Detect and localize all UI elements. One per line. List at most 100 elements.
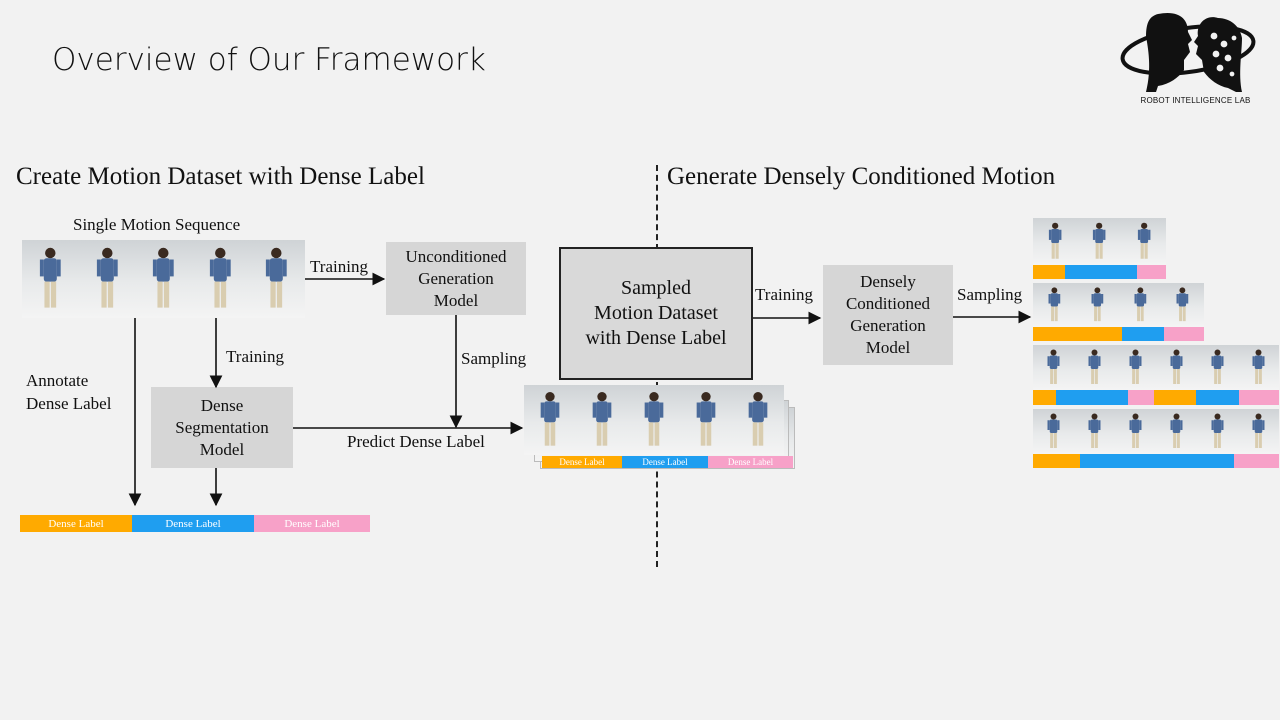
person-figure-icon bbox=[1088, 349, 1101, 384]
stacked-sequence-front bbox=[524, 385, 784, 455]
motion-frame bbox=[576, 385, 628, 455]
person-figure-icon bbox=[1129, 349, 1142, 384]
motion-frame bbox=[1033, 283, 1076, 327]
motion-frame bbox=[1076, 283, 1119, 327]
person-figure-icon bbox=[209, 247, 231, 308]
generated-sequence-2 bbox=[1033, 283, 1204, 327]
generated-label-bar-4 bbox=[1033, 454, 1279, 468]
generated-label-bar-2 bbox=[1033, 327, 1204, 341]
label-segment-pink bbox=[1164, 327, 1204, 341]
label-segment-blue bbox=[1056, 390, 1128, 405]
person-figure-icon bbox=[1047, 413, 1060, 448]
label-segment-pink bbox=[1137, 265, 1166, 279]
motion-frame bbox=[1156, 345, 1197, 390]
dense-label-segment-orange: Dense Label bbox=[20, 515, 132, 532]
stack-label-segment-pink: Dense Label bbox=[708, 456, 793, 468]
motion-frame bbox=[1033, 218, 1077, 265]
stack-label-segment-blue: Dense Label bbox=[622, 456, 708, 468]
unconditioned-generation-model-box: Unconditioned Generation Model bbox=[386, 242, 526, 315]
person-figure-icon bbox=[1047, 349, 1060, 384]
person-figure-icon bbox=[1211, 413, 1224, 448]
person-figure-icon bbox=[39, 247, 61, 308]
dense-label-segment-pink: Dense Label bbox=[254, 515, 370, 532]
motion-frame bbox=[135, 240, 192, 318]
generated-sequence-4 bbox=[1033, 409, 1279, 454]
label-segment-orange bbox=[1033, 327, 1122, 341]
label-segment-blue bbox=[1122, 327, 1164, 341]
person-figure-icon bbox=[153, 247, 174, 308]
person-figure-icon bbox=[1252, 413, 1265, 448]
person-figure-icon bbox=[1170, 413, 1183, 448]
motion-frame bbox=[1119, 283, 1162, 327]
person-figure-icon bbox=[748, 392, 768, 446]
dense-label-bar-bottom: Dense Label Dense Label Dense Label bbox=[20, 515, 370, 532]
single-sequence-label: Single Motion Sequence bbox=[73, 215, 241, 234]
person-figure-icon bbox=[1088, 413, 1101, 448]
person-figure-icon bbox=[1048, 287, 1061, 322]
sampled-motion-dataset-box: Sampled Motion Dataset with Dense Label bbox=[559, 247, 753, 380]
motion-frame bbox=[1115, 409, 1156, 454]
page-title: Overview of Our Framework bbox=[52, 42, 486, 78]
person-figure-icon bbox=[644, 392, 664, 446]
motion-frame bbox=[1156, 409, 1197, 454]
label-segment-orange bbox=[1033, 454, 1080, 468]
sampled-box-text: Sampled Motion Dataset with Dense Label bbox=[585, 277, 727, 349]
segmentation-box-text: Dense Segmentation Model bbox=[175, 395, 269, 459]
motion-frame bbox=[1033, 345, 1074, 390]
predict-dense-label: Predict Dense Label bbox=[347, 432, 485, 451]
person-figure-icon bbox=[266, 247, 288, 308]
training-label-unconditioned: Training bbox=[310, 257, 368, 276]
motion-frame bbox=[1197, 345, 1238, 390]
motion-frame bbox=[1161, 283, 1204, 327]
training-label-center: Training bbox=[755, 285, 813, 304]
dense-label-segment-blue: Dense Label bbox=[132, 515, 254, 532]
dense-segmentation-model-box: Dense Segmentation Model bbox=[151, 387, 293, 468]
sampling-label-left: Sampling bbox=[461, 349, 527, 368]
motion-frame bbox=[1077, 218, 1121, 265]
densely-box-text: Densely Conditioned Generation Model bbox=[845, 272, 931, 357]
person-figure-icon bbox=[1091, 287, 1103, 322]
person-figure-icon bbox=[1170, 349, 1183, 384]
unconditioned-box-text: Unconditioned Generation Model bbox=[405, 246, 507, 310]
motion-frame bbox=[1238, 409, 1279, 454]
training-label-segmentation: Training bbox=[226, 347, 284, 366]
generated-label-bar-1 bbox=[1033, 265, 1166, 279]
divider-bottom bbox=[656, 382, 658, 567]
dense-label-bar-stack: Dense Label Dense Label Dense Label bbox=[542, 456, 793, 468]
motion-frame bbox=[1197, 409, 1238, 454]
motion-frame bbox=[22, 240, 79, 318]
motion-frame bbox=[732, 385, 784, 455]
label-segment-blue bbox=[1065, 265, 1137, 279]
person-figure-icon bbox=[1211, 349, 1224, 384]
label-segment-pink bbox=[1128, 390, 1154, 405]
label-segment-orange bbox=[1033, 265, 1065, 279]
label-segment-blue bbox=[1080, 454, 1234, 468]
head-profile-logo-icon bbox=[1120, 12, 1256, 93]
motion-frame bbox=[79, 240, 136, 318]
motion-frame bbox=[1122, 218, 1166, 265]
generated-sequence-3 bbox=[1033, 345, 1279, 390]
person-figure-icon bbox=[1129, 413, 1142, 448]
motion-frame bbox=[680, 385, 732, 455]
motion-frame bbox=[1074, 345, 1115, 390]
motion-frame bbox=[1238, 345, 1279, 390]
person-figure-icon bbox=[592, 392, 612, 446]
motion-frame bbox=[1033, 409, 1074, 454]
person-figure-icon bbox=[1134, 287, 1146, 322]
person-figure-icon bbox=[1048, 222, 1062, 259]
label-segment-pink bbox=[1239, 390, 1279, 405]
person-figure-icon bbox=[1137, 222, 1151, 259]
generated-label-bar-3 bbox=[1033, 390, 1279, 405]
logo-text: ROBOT INTELLIGENCE LAB bbox=[1140, 96, 1251, 105]
person-figure-icon bbox=[96, 247, 118, 308]
sampling-label-right: Sampling bbox=[957, 285, 1023, 304]
person-figure-icon bbox=[1252, 349, 1265, 384]
label-segment-orange bbox=[1033, 390, 1056, 405]
annotate-dense-label: Annotate Dense Label bbox=[26, 371, 112, 413]
label-segment-pink bbox=[1234, 454, 1279, 468]
left-section-heading: Create Motion Dataset with Dense Label bbox=[16, 163, 425, 190]
motion-frame bbox=[248, 240, 305, 318]
person-figure-icon bbox=[696, 392, 716, 446]
densely-conditioned-generation-model-box: Densely Conditioned Generation Model bbox=[823, 265, 953, 365]
